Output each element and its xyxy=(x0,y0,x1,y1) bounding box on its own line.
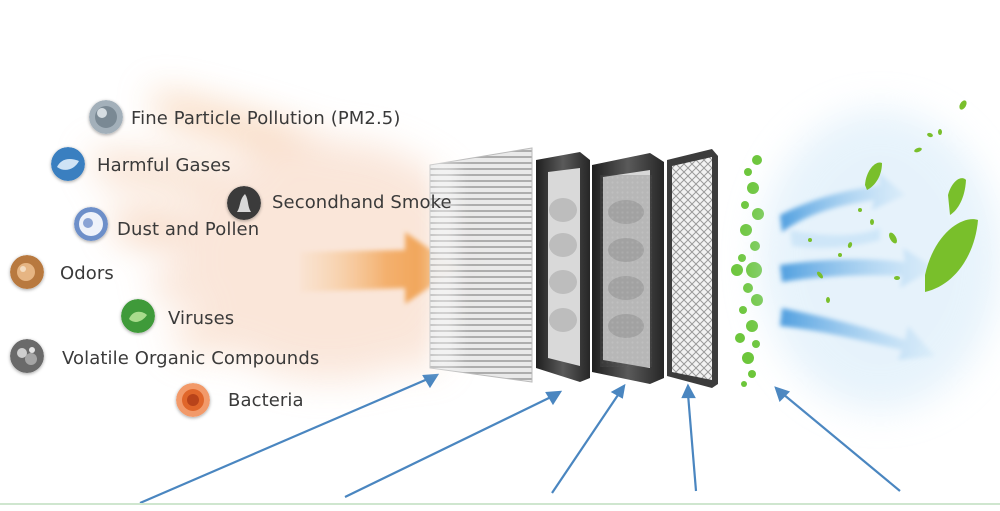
ion-particles xyxy=(731,155,764,387)
bacteria-icon xyxy=(176,383,210,417)
hepa-filter-1 xyxy=(536,152,590,382)
leaf-large-icon xyxy=(925,219,978,292)
virus-icon xyxy=(121,299,155,333)
label-harmful-gases: Harmful Gases xyxy=(97,155,231,176)
leaf-medium-icon xyxy=(948,178,966,215)
label-bacteria: Bacteria xyxy=(228,390,304,411)
bottom-divider xyxy=(0,503,1000,505)
leaf-small-icon xyxy=(865,162,882,190)
leaves xyxy=(808,100,978,303)
pre-filter xyxy=(428,147,533,383)
label-voc: Volatile Organic Compounds xyxy=(62,348,320,369)
voc-icon xyxy=(10,339,44,373)
label-fine-particle: Fine Particle Pollution (PM2.5) xyxy=(131,108,401,129)
mesh-filter xyxy=(667,149,718,388)
label-odors: Odors xyxy=(60,263,114,284)
intake-arrows xyxy=(139,373,901,505)
smoke-icon xyxy=(227,186,261,220)
clean-air-arrows xyxy=(780,172,935,360)
dirty-air-arrow xyxy=(300,232,458,304)
harmful-gas-icon xyxy=(51,147,85,181)
fine-particle-icon xyxy=(89,100,123,134)
hepa-filter-2 xyxy=(592,153,664,384)
label-secondhand-smoke: Secondhand Smoke xyxy=(272,192,452,213)
label-viruses: Viruses xyxy=(168,308,235,329)
dust-pollen-icon xyxy=(74,207,108,241)
label-dust-pollen: Dust and Pollen xyxy=(117,219,260,240)
odor-icon xyxy=(10,255,44,289)
